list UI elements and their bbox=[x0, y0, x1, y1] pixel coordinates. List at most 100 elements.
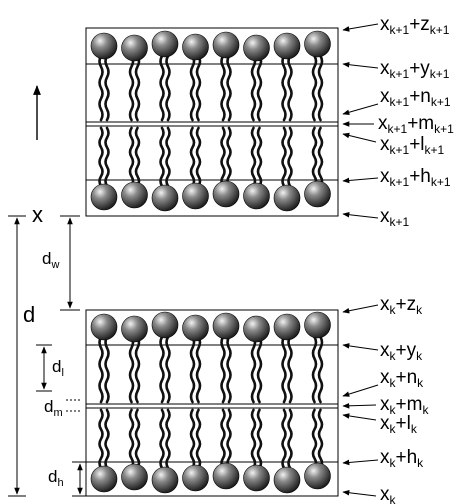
upper-bottom-tail-2-1 bbox=[128, 126, 135, 188]
svg-text:xk+1+zk+1: xk+1+zk+1 bbox=[380, 14, 450, 37]
upper-top-head-7 bbox=[273, 32, 301, 60]
lower-bottom-head-7 bbox=[273, 466, 301, 494]
upper-top-head-8 bbox=[304, 30, 331, 58]
label-upper-l: xk+1+lk+1 bbox=[342, 132, 445, 157]
upper-top-tail-8-1 bbox=[311, 54, 318, 122]
lower-bottom-tail-8-1 bbox=[311, 408, 318, 470]
lower-top-tail-2-1 bbox=[128, 335, 135, 404]
lower-bottom-tails bbox=[98, 408, 324, 470]
label-lower-m: xk+mk bbox=[342, 394, 429, 417]
upper-bottom-head-1 bbox=[90, 183, 118, 211]
upper-bottom-tail-6-1 bbox=[250, 126, 257, 188]
upper-bottom-tail-5-2 bbox=[226, 126, 232, 188]
svg-text:xk+1+mk+1: xk+1+mk+1 bbox=[378, 113, 454, 136]
lower-top-head-5 bbox=[212, 312, 240, 340]
upper-bottom-tails bbox=[98, 126, 324, 188]
dimension-dw: dw bbox=[42, 215, 80, 311]
svg-text:xk+1+yk+1: xk+1+yk+1 bbox=[380, 58, 450, 81]
upper-bottom-head-3 bbox=[151, 184, 179, 212]
upper-boundary-labels: xk+1+zk+1 xk+1+yk+1 xk+1+nk+1 xk+1+mk+1 … bbox=[342, 14, 454, 229]
upper-top-tail-2-2 bbox=[134, 54, 141, 122]
lower-top-tail-5-2 bbox=[226, 335, 232, 404]
lower-bilayer bbox=[85, 309, 339, 497]
svg-text:xk+1: xk+1 bbox=[380, 206, 410, 229]
lower-bottom-tail-7-1 bbox=[281, 408, 287, 470]
upper-top-tail-7-1 bbox=[281, 54, 287, 122]
upper-top-tail-3-1 bbox=[159, 54, 165, 122]
upper-top-tails bbox=[98, 54, 324, 122]
lower-top-tail-1-1 bbox=[98, 335, 104, 404]
upper-top-tail-4-2 bbox=[195, 54, 202, 122]
lower-bottom-tail-7-2 bbox=[287, 408, 293, 470]
upper-top-tail-1-1 bbox=[98, 54, 104, 122]
lower-bottom-tail-2-2 bbox=[134, 408, 141, 470]
lower-top-tail-2-2 bbox=[134, 335, 141, 404]
upper-bottom-head-6 bbox=[243, 182, 270, 210]
upper-top-head-5 bbox=[212, 31, 240, 59]
upper-top-tail-1-2 bbox=[104, 54, 110, 122]
svg-text:xk+yk: xk+yk bbox=[380, 340, 423, 363]
lower-top-tail-8-2 bbox=[317, 335, 324, 404]
upper-bottom-tail-3-1 bbox=[159, 126, 165, 188]
lower-bottom-tail-6-2 bbox=[256, 408, 263, 470]
upper-bottom-tail-4-1 bbox=[189, 126, 196, 188]
lower-bottom-tail-6-1 bbox=[250, 408, 257, 470]
label-upper-h: xk+1+hk+1 bbox=[342, 166, 451, 189]
upper-bottom-tail-8-2 bbox=[317, 126, 324, 188]
svg-text:xk+1+lk+1: xk+1+lk+1 bbox=[380, 134, 445, 157]
lower-top-tail-7-1 bbox=[281, 335, 287, 404]
upper-bottom-tail-7-1 bbox=[281, 126, 287, 188]
label-lower-h: xk+hk bbox=[342, 447, 424, 470]
upper-bottom-tail-4-2 bbox=[195, 126, 202, 188]
lower-top-tail-4-1 bbox=[189, 335, 196, 404]
svg-text:xk+mk: xk+mk bbox=[380, 394, 429, 417]
svg-text:xk+1+nk+1: xk+1+nk+1 bbox=[380, 86, 451, 109]
dimension-d: d bbox=[8, 215, 42, 497]
svg-text:xk+hk: xk+hk bbox=[380, 447, 424, 470]
lower-bottom-tail-5-2 bbox=[226, 408, 232, 470]
dimension-dl: dl bbox=[36, 344, 64, 392]
upper-bottom-head-4 bbox=[182, 182, 209, 210]
dh-label: dh bbox=[48, 467, 64, 489]
lower-top-head-3 bbox=[151, 311, 179, 339]
lower-bottom-head-6 bbox=[243, 464, 270, 492]
lower-top-tail-6-1 bbox=[250, 335, 257, 404]
upper-bottom-head-8 bbox=[304, 180, 331, 208]
label-lower-l: xk+lk bbox=[342, 413, 418, 436]
svg-text:xk+lk: xk+lk bbox=[380, 413, 418, 436]
svg-text:xk+1+hk+1: xk+1+hk+1 bbox=[380, 166, 451, 189]
upper-bottom-head-7 bbox=[273, 184, 301, 212]
label-lower-z: xk+zk bbox=[342, 294, 423, 317]
dw-label: dw bbox=[42, 249, 59, 271]
lower-bottom-tail-2-1 bbox=[128, 408, 135, 470]
upper-top-tail-6-2 bbox=[256, 54, 263, 122]
lower-bottom-tail-3-2 bbox=[165, 408, 171, 470]
upper-bottom-tail-5-1 bbox=[220, 126, 226, 188]
dm-label: dm bbox=[44, 397, 63, 419]
upper-bottom-tail-7-2 bbox=[287, 126, 293, 188]
lower-bottom-tail-1-2 bbox=[104, 408, 110, 470]
upper-bottom-tail-1-1 bbox=[98, 126, 104, 188]
x-axis-label: x bbox=[32, 202, 43, 227]
upper-top-tail-5-1 bbox=[220, 54, 226, 122]
upper-bottom-tail-6-2 bbox=[256, 126, 263, 188]
upper-bottom-tail-3-2 bbox=[165, 126, 171, 188]
lower-bottom-head-3 bbox=[151, 466, 179, 494]
label-upper-m: xk+1+mk+1 bbox=[342, 113, 454, 136]
lower-boundary-labels: xk+zk xk+yk xk+nk xk+mk xk+lk xk+hk xk bbox=[342, 294, 429, 504]
lower-bottom-tail-5-1 bbox=[220, 408, 226, 470]
lower-top-tail-8-1 bbox=[311, 335, 318, 404]
label-upper-x: xk+1 bbox=[342, 206, 410, 229]
upper-top-tail-7-2 bbox=[287, 54, 293, 122]
upper-top-head-3 bbox=[151, 30, 179, 58]
lower-bilayer-outline bbox=[85, 309, 339, 497]
lower-top-heads bbox=[90, 311, 331, 343]
upper-top-heads bbox=[90, 30, 331, 62]
label-upper-n: xk+1+nk+1 bbox=[342, 86, 451, 115]
d-label: d bbox=[23, 302, 35, 327]
upper-bottom-tail-1-2 bbox=[104, 126, 110, 188]
lower-top-tail-5-1 bbox=[220, 335, 226, 404]
upper-top-tail-5-2 bbox=[226, 54, 232, 122]
upper-top-tail-3-2 bbox=[165, 54, 171, 122]
